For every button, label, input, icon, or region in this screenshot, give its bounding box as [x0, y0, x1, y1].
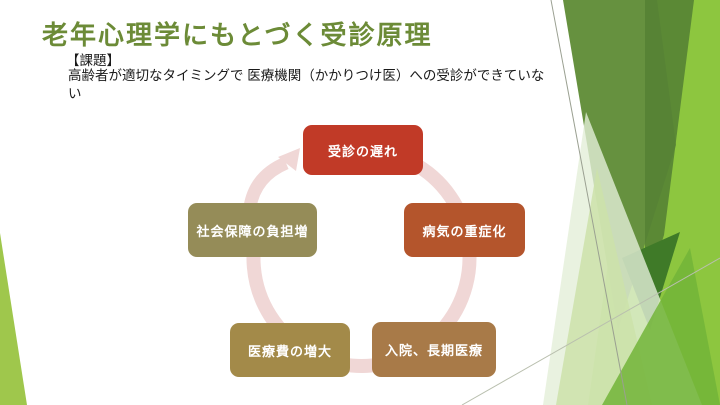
facet-triangle-light	[556, 168, 652, 405]
cycle-arrow-body	[243, 157, 289, 209]
facet-triangle-left-edge	[0, 233, 27, 405]
cycle-node-medical-cost-increase: 医療費の増大	[230, 323, 350, 377]
slide-title: 老年心理学にもとづく受診原理	[42, 20, 433, 50]
facet-hairline	[461, 257, 720, 405]
issue-label: 【課題】	[66, 53, 120, 68]
issue-text-line2: い	[68, 86, 82, 101]
cycle-node-disease-aggravation: 病気の重症化	[404, 203, 525, 257]
cycle-node-hospitalization: 入院、長期医療	[372, 322, 496, 377]
facet-triangle-bottom	[602, 248, 720, 405]
facet-hairline	[550, 0, 628, 405]
cycle-node-delayed-consultation: 受診の遅れ	[303, 125, 423, 175]
issue-text-line1: 高齢者が適切なタイミングで 医療機関（かかりつけ医）への受診ができていな	[68, 68, 545, 83]
cycle-node-social-security-burden: 社会保障の負担増	[188, 203, 317, 257]
cycle-arrow-head-icon	[278, 148, 300, 171]
issue-text: 高齢者が適切なタイミングで 医療機関（かかりつけ医）への受診ができていな い	[68, 67, 608, 103]
facet-triangle-darker	[645, 0, 694, 295]
